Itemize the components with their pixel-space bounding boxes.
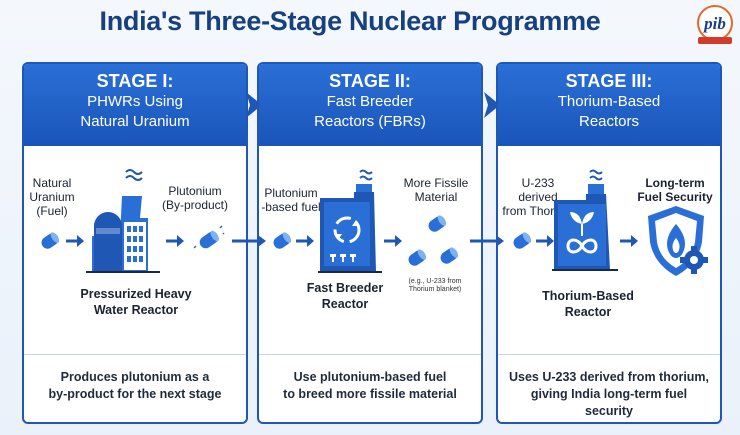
stage-3-reactor-label: Thorium-Based Reactor [536, 288, 640, 320]
stage-2-output-l1: More Fissile [403, 176, 469, 190]
page-title: India's Three-Stage Nuclear Programme [99, 6, 601, 36]
stage-2-note-l1: (e.g., U-233 from [408, 278, 462, 285]
stage-2-reactor-l1: Fast Breeder [306, 281, 384, 295]
fuel-rod-icon [513, 232, 532, 249]
stage-2-header: STAGE II: Fast Breeder Reactors (FBRs) [259, 64, 481, 146]
stage-2-output-label: More Fissile Material [396, 176, 476, 204]
stage-1-input-l1: Natural [32, 176, 72, 190]
stage-2-reactor-label: Fast Breeder Reactor [300, 280, 390, 312]
arrow-right-icon [66, 235, 84, 247]
arrow-right-icon [536, 235, 554, 247]
stage-3-desc-1: Thorium-Based [557, 93, 661, 110]
stage-3-reactor-l1: Thorium-Based [542, 289, 634, 303]
logo-icon: pib [697, 5, 733, 44]
svg-text:pib: pib [702, 14, 726, 33]
stage-2-desc-2: Reactors (FBRs) [314, 113, 426, 130]
stage-1-output-l1: Plutonium [168, 184, 222, 198]
stage-1-input-l3: (Fuel) [36, 204, 68, 218]
stage-2-name: STAGE II: [329, 71, 411, 91]
stage-3-reactor-l2: Reactor [564, 305, 612, 319]
stage-2-foot-2: to breed more fissile material [283, 387, 457, 401]
stage-1-reactor-l1: Pressurized Heavy [80, 287, 192, 301]
arrow-right-icon [296, 235, 314, 247]
stage-2-reactor-l2: Reactor [321, 297, 369, 311]
stage-2-input-l1: Plutonium [264, 186, 318, 200]
stage-2-footer: Use plutonium-based fuel to breed more f… [259, 354, 481, 422]
stage-1-input-l2: Uranium [29, 190, 75, 204]
stage-3-footer: Uses U-233 derived from thorium, giving … [498, 354, 720, 422]
stage-3-name: STAGE III: [565, 71, 653, 91]
stage-2-desc-1: Fast Breeder [326, 93, 414, 110]
stage-3-foot-2: giving India long-term fuel security [530, 387, 688, 418]
stage-3-output-l2: Fuel Security [637, 190, 713, 204]
stage-1-output-label: Plutonium (By-product) [158, 184, 232, 212]
stage-1-reactor-l2: Water Reactor [93, 303, 179, 317]
fuel-rod-icon [193, 225, 225, 249]
arrow-right-icon [232, 235, 266, 247]
fuel-rod-icon [440, 247, 459, 264]
stage-2-input-label: Plutonium -based fuel [260, 186, 322, 214]
stage-3-output-label: Long-term Fuel Security [630, 176, 720, 204]
reactor-icon [318, 169, 382, 273]
stage-3-foot-1: Uses U-233 derived from thorium, [508, 370, 710, 384]
stage-3-header: STAGE III: Thorium-Based Reactors [498, 64, 720, 146]
stage-arrow-icon [246, 92, 262, 118]
stage-2-output-l2: Material [414, 190, 458, 204]
stage-3-output-l1: Long-term [645, 176, 705, 190]
arrow-right-icon [470, 235, 504, 247]
stage-1-foot-1: Produces plutonium as a [60, 370, 210, 384]
stage-2-output-note: (e.g., U-233 from Thorium blanket) [400, 278, 470, 294]
stage-arrow-icon [484, 92, 500, 118]
stage-1-foot-2: by-product for the next stage [48, 387, 222, 401]
fuel-rod-icon [41, 232, 60, 249]
stage-1-desc-2: Natural Uranium [80, 113, 190, 130]
stage-3-input-l1: U-233 derived [518, 176, 558, 204]
arrow-right-icon [620, 235, 638, 247]
stage-1-footer: Produces plutonium as a by-product for t… [24, 354, 246, 422]
arrow-right-icon [166, 235, 184, 247]
stage-1-name: STAGE I: [96, 71, 174, 91]
stage-1-reactor-label: Pressurized Heavy Water Reactor [40, 286, 232, 318]
fuel-rod-icon [428, 215, 447, 232]
arrow-right-icon [384, 235, 402, 247]
stage-1-header: STAGE I: PHWRs Using Natural Uranium [24, 64, 246, 146]
fuel-rod-icon [273, 232, 292, 249]
shield-gear-icon [648, 206, 708, 276]
stage-3-desc-2: Reactors [578, 113, 640, 130]
stage-1-input-label: Natural Uranium (Fuel) [26, 176, 78, 218]
reactor-icon [552, 169, 618, 271]
fuel-rod-icon [408, 249, 427, 266]
stage-2-input-l2: -based fuel [261, 200, 321, 214]
stage-2-foot-1: Use plutonium-based fuel [293, 370, 447, 384]
stage-1-desc-1: PHWRs Using [87, 93, 183, 110]
stage-2-note-l2: Thorium blanket) [408, 286, 462, 293]
stage-1-output-l2: (By-product) [161, 198, 229, 212]
reactor-icon [86, 169, 160, 273]
